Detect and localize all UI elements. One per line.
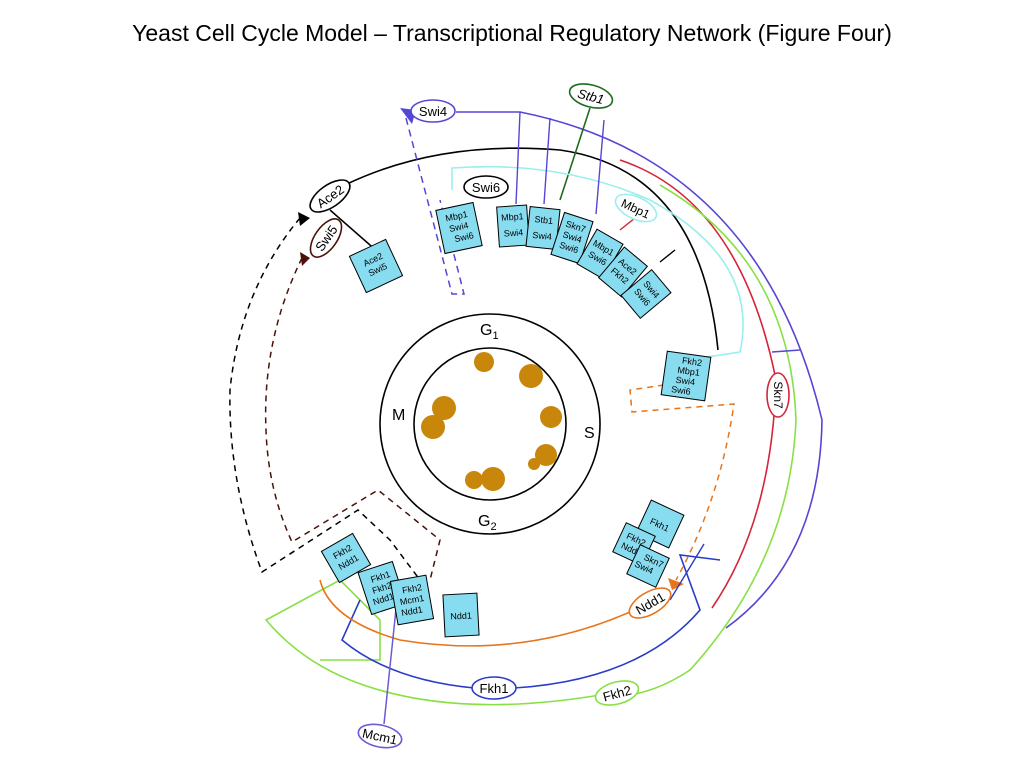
complex-stb1-swi4: Stb1 Swi4	[525, 205, 561, 251]
nucleus-dot	[474, 352, 494, 372]
swi5-arrowhead	[300, 252, 310, 266]
cell-cycle-inner-ring	[413, 347, 567, 501]
factor-swi5: Swi5	[309, 218, 343, 258]
complex-ace2-fkh2: Ace2 Fkh2	[597, 246, 649, 298]
svg-text:Swi4: Swi4	[448, 220, 469, 234]
nucleus-dot	[481, 467, 505, 491]
ndd1-dashed	[629, 384, 735, 581]
factor-fkh1: Fkh1	[471, 676, 517, 700]
cell-cycle-outer-ring	[379, 313, 601, 535]
fkh1-arc	[341, 554, 721, 689]
svg-text:Swi4: Swi4	[532, 230, 552, 242]
complex-fkh2-ndd1-left: Fkh2 Ndd1	[320, 532, 372, 584]
complex-fkh1-fkh2-ndd1: Fkh1 Fkh2 Ndd1	[357, 560, 407, 616]
svg-text:Fkh2: Fkh2	[401, 582, 422, 595]
ace2-arc	[346, 147, 719, 351]
factor-fkh2: Fkh2	[594, 680, 640, 706]
complex-ace2-swi5: Ace2 Swi5	[348, 238, 404, 294]
connector-ticks	[515, 111, 801, 601]
factor-swi6: Swi6	[463, 175, 509, 199]
nuclei	[421, 352, 562, 491]
ndd1-arc	[319, 579, 631, 647]
nucleus-dot	[519, 364, 543, 388]
factor-ace2: Ace2	[309, 179, 351, 213]
swi5-dashed-feedback	[264, 257, 441, 581]
svg-text:Ndd1: Ndd1	[450, 610, 472, 621]
stb1-line	[559, 107, 591, 201]
svg-text:Swi6: Swi6	[671, 384, 692, 397]
complex-fkh2-ndd1-right: Fkh2 Ndd1	[612, 522, 656, 566]
svg-text:Swi6: Swi6	[453, 230, 474, 244]
svg-text:Mcm1: Mcm1	[399, 593, 425, 607]
phase-s: S	[584, 425, 595, 442]
svg-text:Swi6: Swi6	[472, 180, 500, 195]
complex-skn7-swi4-swi6: Skn7 Swi4 Swi6	[550, 211, 594, 265]
factor-mcm1: Mcm1	[357, 723, 403, 749]
svg-text:Swi4: Swi4	[419, 104, 447, 119]
complex-fkh2-mbp1-swi4-swi6: Fkh2 Mbp1 Swi4 Swi6	[660, 350, 712, 402]
nucleus-dot	[535, 444, 557, 466]
svg-text:Fkh2: Fkh2	[681, 355, 702, 368]
svg-text:Fkh2: Fkh2	[601, 682, 633, 704]
phase-g1: G1	[480, 322, 499, 342]
nucleus-dot	[528, 458, 540, 470]
nucleus-dot	[421, 415, 445, 439]
svg-text:Mbp1: Mbp1	[677, 365, 701, 378]
complex-fkh2-mcm1-ndd1: Fkh2 Mcm1 Ndd1	[389, 574, 435, 626]
ace2-arrowhead	[298, 212, 310, 226]
svg-text:Swi4: Swi4	[503, 227, 523, 238]
svg-text:Skn7: Skn7	[771, 381, 785, 409]
phase-m: M	[392, 407, 405, 424]
ndd1-arrowhead	[668, 578, 684, 590]
svg-text:Mcm1: Mcm1	[361, 725, 399, 747]
nucleus-dot	[465, 471, 483, 489]
fkh2-arc-left	[264, 579, 601, 706]
svg-text:Fkh1: Fkh1	[480, 681, 509, 696]
fkh2-arc-right	[629, 184, 797, 696]
complex-mbp1-swi6: Mbp1 Swi6	[576, 228, 624, 280]
factor-ndd1: Ndd1	[628, 587, 672, 619]
nucleus-dot	[540, 406, 562, 428]
complex-mbp1-swi4-swi6-left: Mbp1 Swi4 Swi6	[435, 201, 483, 255]
mbp1-arc	[451, 165, 744, 359]
svg-text:Swi4: Swi4	[675, 375, 696, 388]
complex-mbp1-swi4: Mbp1 Swi4	[496, 204, 530, 248]
svg-text:Mbp1: Mbp1	[444, 209, 468, 223]
factor-skn7: Skn7	[766, 372, 790, 418]
complex-skn7-swi4-lower: Skn7 Swi4	[626, 544, 670, 588]
svg-text:Ndd1: Ndd1	[400, 604, 423, 618]
ace2-link	[329, 209, 379, 253]
page-title: Yeast Cell Cycle Model – Transcriptional…	[132, 20, 892, 46]
factor-swi4: Swi4	[410, 99, 456, 123]
svg-text:Stb1: Stb1	[576, 86, 606, 107]
complex-swi4-swi6: Swi4 Swi6	[620, 268, 672, 320]
phase-g2: G2	[478, 513, 497, 533]
svg-text:Stb1: Stb1	[534, 214, 553, 226]
factor-stb1: Stb1	[568, 83, 614, 109]
swi4-arc	[456, 111, 823, 629]
nucleus-dot	[432, 396, 456, 420]
svg-text:Mbp1: Mbp1	[501, 211, 524, 223]
complex-ndd1: Ndd1	[442, 592, 480, 638]
